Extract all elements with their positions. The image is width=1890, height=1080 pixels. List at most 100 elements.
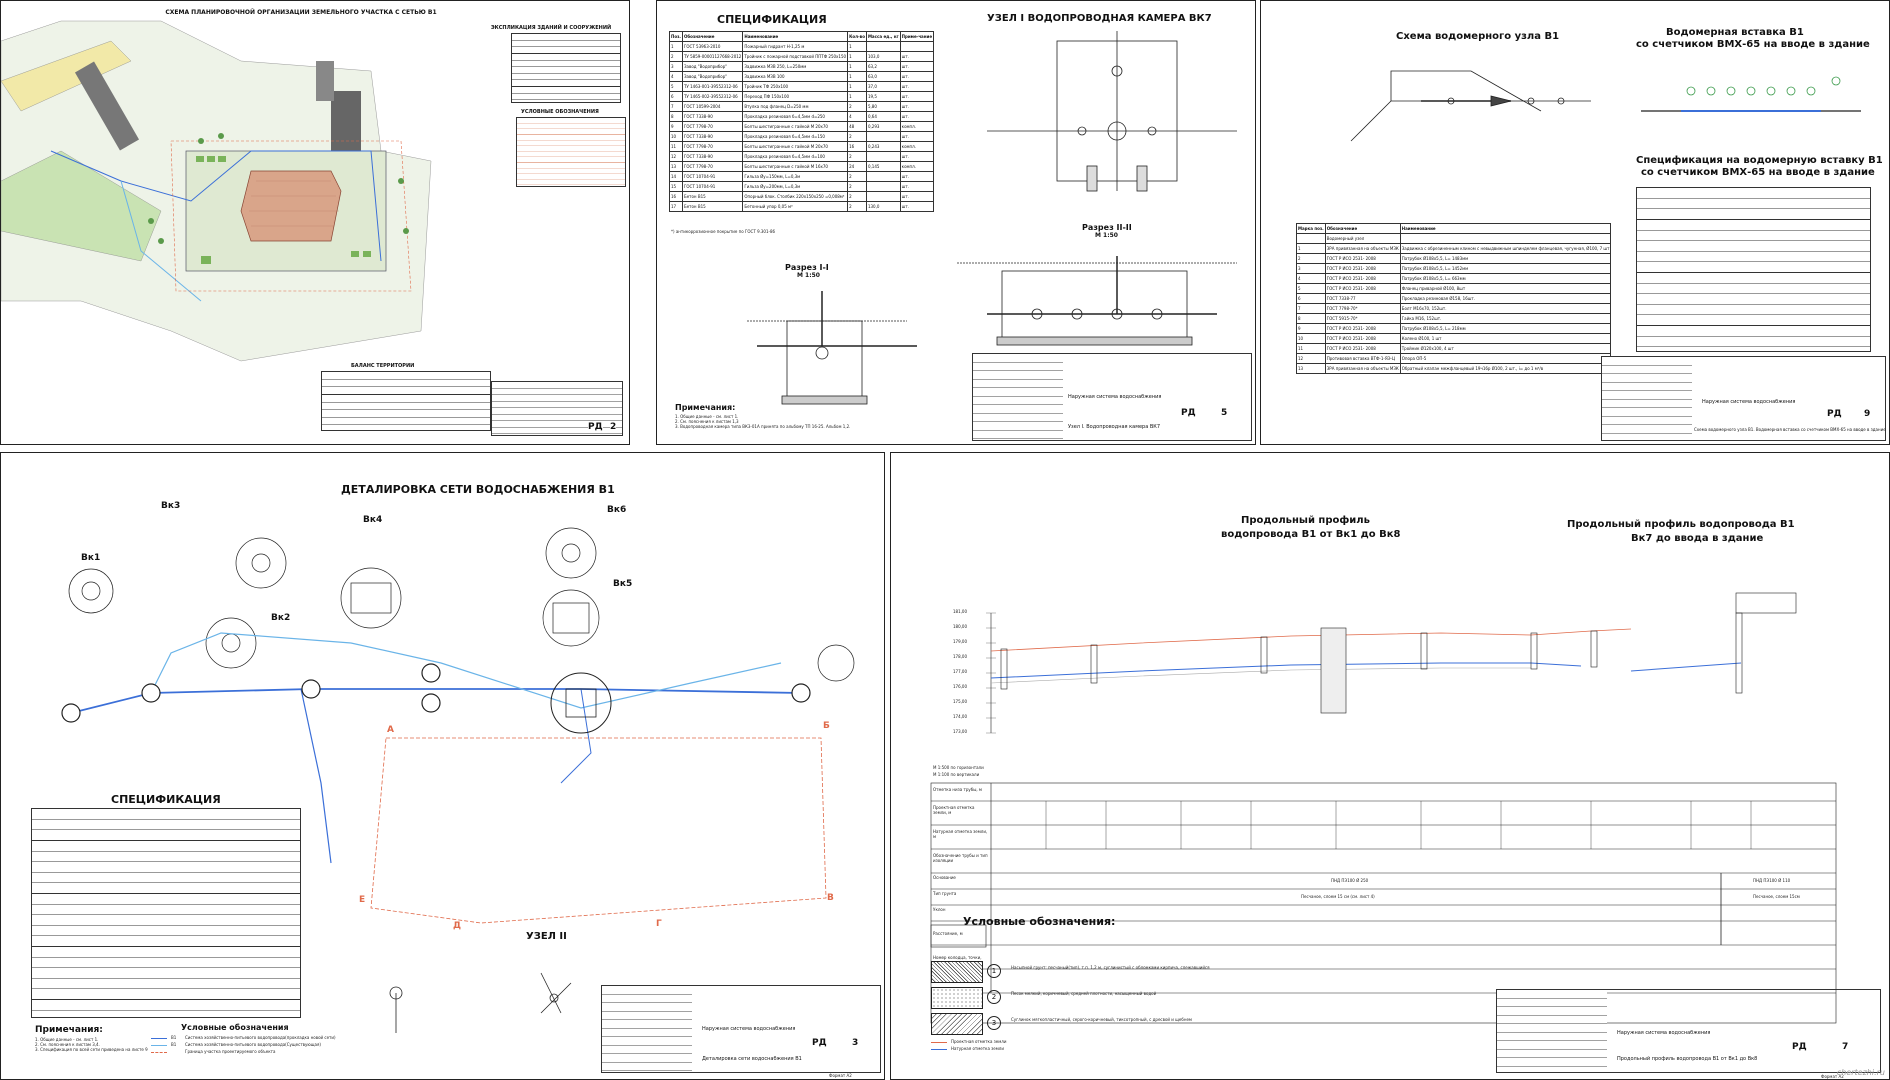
table-cell: ГОСТ Р ИСО 2531- 2008 — [1324, 273, 1401, 284]
table-header-cell: Марка поз. — [1296, 223, 1326, 234]
table-cell: Обратный клапан межфланцевый 19ч16р Ø100… — [1399, 363, 1612, 374]
balance-title: БАЛАНС ТЕРРИТОРИИ — [351, 363, 415, 369]
legend-title-s2: УСЛОВНЫЕ ОБОЗНАЧЕНИЯ — [521, 109, 599, 115]
s5-chamber-drawing — [747, 31, 1237, 405]
s3-well-vk3: Вк3 — [161, 501, 181, 511]
s3-node2-title: УЗЕЛ II — [526, 931, 567, 942]
y-tick: 180,00 — [953, 624, 967, 629]
table-cell: ГОСТ Р ИСО 2531- 2008 — [1324, 333, 1401, 344]
y-tick: 175,00 — [953, 699, 967, 704]
sheet-site-plan: СХЕМА ПЛАНИРОВОЧНОЙ ОРГАНИЗАЦИИ ЗЕМЕЛЬНО… — [0, 0, 630, 445]
explication-table — [511, 33, 621, 103]
s5-section2-scale: М 1:50 — [1095, 232, 1118, 239]
legend-text: Песок мелкий, коричневый, средней плотно… — [1011, 991, 1157, 996]
s3-well-vk5: Вк5 — [613, 579, 633, 589]
stamp-sheet-s5: 5 — [1221, 408, 1228, 418]
stamp-s2: РД 2 — [491, 381, 623, 436]
stamp-code-s9: РД — [1827, 409, 1842, 419]
s5-note: 1. Общие данные - см. лист 1. — [675, 414, 739, 419]
legend-text: Система хозяйственно-питьевого водопрово… — [185, 1042, 321, 1047]
table-cell: Болт М16х70, 152шт. — [1399, 303, 1612, 314]
table-cell: Патрубок Ø108х5,5, L= 1483мм — [1399, 253, 1612, 264]
table-cell: Тройник Ø120х100, 4 шт — [1399, 343, 1612, 354]
site-plan-title: СХЕМА ПЛАНИРОВОЧНОЙ ОРГАНИЗАЦИИ ЗЕМЕЛЬНО… — [165, 9, 437, 16]
stamp-title-s3: Наружная система водоснабжения — [702, 1026, 796, 1032]
table-cell: Гайка М16, 152шт. — [1399, 313, 1612, 324]
site-plan-drawing — [1, 20, 432, 362]
s9-spec-title-1: Спецификация на водомерную вставку В1 — [1636, 155, 1883, 166]
s3-notes-title: Примечания: — [35, 1025, 103, 1035]
table-cell: Бетонный упор 0,05 м³ — [742, 201, 849, 212]
s5-notes-title: Примечания: — [675, 403, 736, 412]
table-cell: 2 — [847, 201, 867, 212]
legend-num: 3 — [987, 1016, 1001, 1030]
s9-scheme-drawing — [1350, 70, 1861, 142]
legend-text: Суглинок мягкопластичный, серого-коричне… — [1011, 1017, 1192, 1022]
table-cell: 4 — [1296, 273, 1326, 284]
s3-spec-title: СПЕЦИФИКАЦИЯ — [111, 793, 221, 806]
legend-block-s2 — [516, 117, 626, 187]
s3-well-vk4: Вк4 — [363, 515, 383, 525]
stamp-s9: Наружная система водоснабжения Схема вод… — [1601, 356, 1886, 441]
stamp-title-s9: Наружная система водоснабжения — [1702, 399, 1796, 405]
s3-well-vk1: Вк1 — [81, 553, 101, 563]
s5-note: 3. Водопроводная камера типа ВК3-01А при… — [675, 424, 851, 429]
s9-scheme-title: Схема водомерного узла В1 — [1396, 31, 1560, 42]
table-cell: ГОСТ 5915-70* — [1324, 313, 1401, 324]
s7-scale-v: М 1:100 по вертикали — [933, 772, 980, 777]
s7-y-ticks: 181,00 180,00 179,00 178,00 177,00 176,0… — [953, 609, 967, 744]
s3-note: 2. См. пояснения к листам 3,4. — [35, 1042, 100, 1047]
y-tick: 177,00 — [953, 669, 967, 674]
table-cell: ГОСТ Р ИСО 2531- 2008 — [1324, 283, 1401, 294]
s3-point-g: Г — [656, 919, 662, 929]
s7-scale-h: М 1:500 по горизонтали — [933, 765, 984, 770]
legend-text: Натурная отметка земли — [951, 1046, 1004, 1051]
table-cell: Патрубок Ø108х5,5, L= 1452мм — [1399, 263, 1612, 274]
table-cell: Бетон В15 — [681, 201, 744, 212]
table-cell: Фланец приварной Ø100, 8шт — [1399, 283, 1612, 294]
table-cell: ГОСТ Р ИСО 2531- 2008 — [1324, 263, 1401, 274]
s7-base-label: Песчаное, слоем 15 см (см. лист 4) — [1301, 894, 1375, 899]
y-tick: 178,00 — [953, 654, 967, 659]
table-header-cell: Обозначение — [1324, 223, 1401, 234]
sheet-network-detail: ДЕТАЛИРОВКА СЕТИ ВОДОСНАБЖЕНИЯ В1 — [0, 452, 885, 1080]
table-cell: 9 — [1296, 323, 1326, 334]
s7-profile1-title-1: Продольный профиль — [1241, 515, 1370, 526]
s3-point-b: Б — [823, 721, 830, 731]
table-cell: 12 — [1296, 353, 1326, 364]
table-cell: 10 — [1296, 333, 1326, 344]
s3-spec-table — [31, 808, 301, 1018]
table-cell: ГОСТ Р ИСО 2531- 2008 — [1324, 323, 1401, 334]
table-cell: Патрубок Ø108х5,5, L= 218мм — [1399, 323, 1612, 334]
s3-note: 3. Спецификация по всей сети приведена н… — [35, 1047, 148, 1052]
s3-legend-title: Условные обозначения — [181, 1023, 289, 1032]
table-cell: Противовая вставка ВТФ-1-ЯЭ-Ц — [1324, 353, 1401, 364]
y-tick: 174,00 — [953, 714, 967, 719]
y-tick: 181,00 — [953, 609, 967, 614]
table-cell: Опора ОП-5 — [1399, 353, 1612, 364]
explication-title: ЭКСПЛИКАЦИЯ ЗДАНИЙ И СООРУЖЕНИЙ — [491, 25, 612, 31]
stamp-sheet-s3: 3 — [852, 1038, 859, 1048]
legend-text: Насыпной грунт: песчаный(тип), т.п. 1,2 … — [1011, 965, 1210, 970]
s9-insert-title-2: со счетчиком ВМХ-65 на вводе в здание — [1636, 39, 1870, 50]
stamp-title-s7: Наружная система водоснабжения — [1617, 1030, 1711, 1036]
s7-pipe-label: ПНД ПЭ100 Ø 250 — [1331, 878, 1369, 883]
s3-notes: 1. Общие данные - см. лист 1. 2. См. поя… — [35, 1037, 148, 1052]
watermark: chertezhi.ru — [1836, 1068, 1885, 1077]
table-cell — [1296, 233, 1326, 244]
stamp-s3: Наружная система водоснабжения Деталиров… — [601, 985, 881, 1073]
sheet-profile: Продольный профиль водопровода В1 от Вк1… — [890, 452, 1890, 1080]
row-label: Расстояние, м — [933, 931, 963, 936]
s3-network-drawing — [61, 527, 855, 1033]
table-cell: ГОСТ 7338-77 — [1324, 293, 1401, 304]
stamp-sheet-title-s3: Деталировка сети водоснабжения В1 — [702, 1056, 802, 1062]
sheet-water-meter: Схема водомерного узла В1 Водомерная вст… — [1260, 0, 1890, 445]
